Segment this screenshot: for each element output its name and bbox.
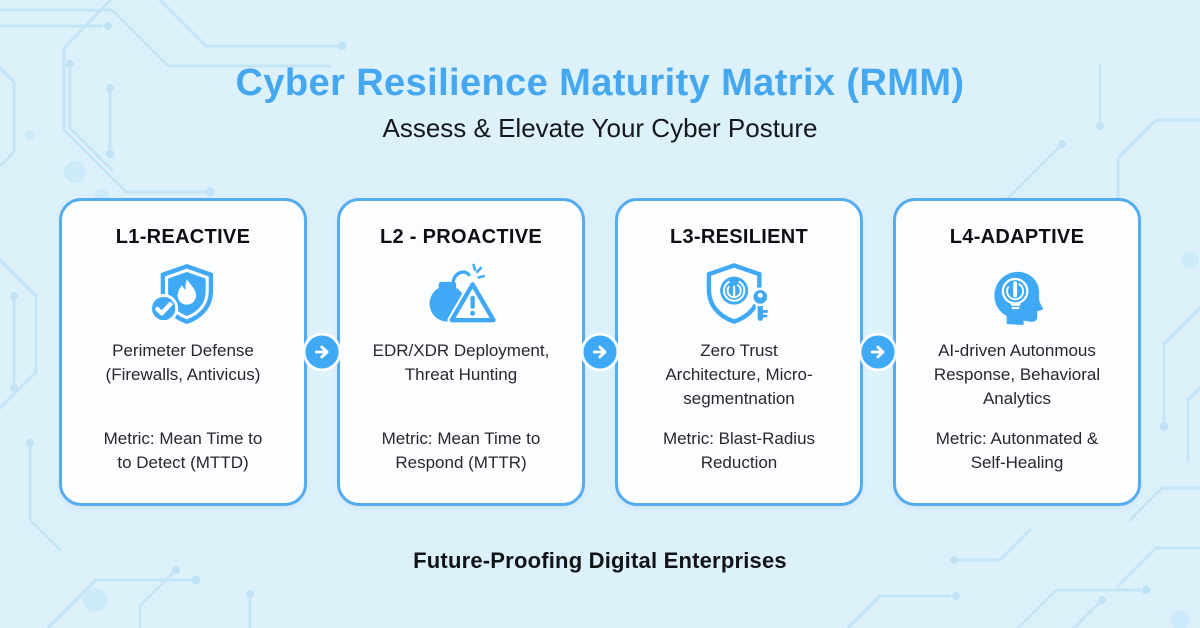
card-metric-text: Metric: Blast-Radius Reduction: [662, 428, 816, 473]
card-capability-text: EDR/XDR Deployment, Threat Hunting: [372, 341, 550, 385]
page-title: Cyber Resilience Maturity Matrix (RMM): [235, 62, 965, 104]
ai-head-bulb-icon: [986, 263, 1048, 326]
flow-connector-3: [861, 198, 895, 506]
card-level-title: L4-ADAPTIVE: [949, 226, 1085, 249]
card-metric-text: Metric: Mean Time to Respond (MTTR): [381, 428, 541, 473]
card-level-title: L1-REACTIVE: [115, 226, 251, 249]
flow-connector-2: [583, 198, 617, 506]
card-level-title: L2 - PROACTIVE: [380, 226, 542, 249]
card-l1-reactive: L1-REACTIVE Perimeter Defense (Firewalls…: [59, 198, 307, 507]
page-subtitle: Assess & Elevate Your Cyber Posture: [382, 112, 818, 143]
maturity-levels-row: L1-REACTIVE Perimeter Defense (Firewalls…: [59, 198, 1141, 507]
card-level-title: L3-RESILIENT: [669, 226, 809, 249]
card-capability-text: Zero Trust Architecture, Micro- segmentn…: [665, 341, 813, 409]
arrow-right-icon: [861, 335, 895, 369]
flow-connector-1: [305, 198, 339, 506]
footer-tagline: Future-Proofing Digital Enterprises: [413, 548, 787, 574]
bomb-warning-icon: [424, 263, 498, 325]
header: Cyber Resilience Maturity Matrix (RMM) A…: [0, 0, 1200, 142]
card-l3-resilient: L3-RESILIENT Zero Trust Architecture, Mi…: [615, 198, 863, 507]
card-capability-text: Perimeter Defense (Firewalls, Antivicus): [105, 341, 261, 385]
card-l2-proactive: L2 - PROACTIVE EDR/XDR Deployment, Threa…: [337, 198, 585, 507]
shield-check-flame-icon: [148, 263, 218, 325]
card-metric-text: Metric: Mean Time to to Detect (MTTD): [103, 428, 263, 473]
card-metric-text: Metric: Autonmated & Self-Healing: [935, 428, 1099, 473]
shield-fingerprint-key-icon: [703, 263, 775, 325]
arrow-right-icon: [305, 335, 339, 369]
card-l4-adaptive: L4-ADAPTIVE AI-driven Autonmous Response…: [893, 198, 1141, 507]
card-capability-text: AI-driven Autonmous Response, Behavioral…: [933, 341, 1101, 409]
arrow-right-icon: [583, 335, 617, 369]
